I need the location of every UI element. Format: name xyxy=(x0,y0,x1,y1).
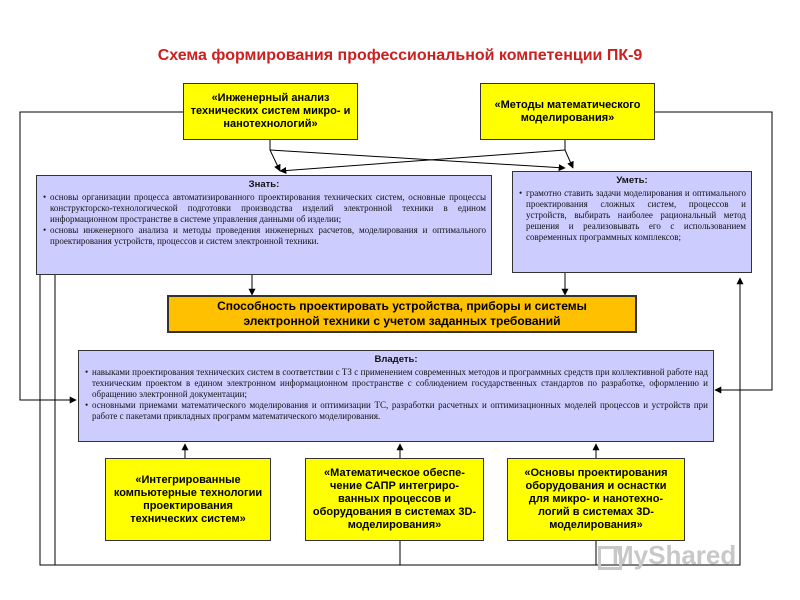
course-box-math-modeling: «Методы математического моделирования» xyxy=(480,83,655,140)
watermark-text: MyShared xyxy=(612,540,737,570)
can-box: Уметь: грамотно ставить задачи моделиров… xyxy=(512,171,752,273)
arrow-right-up-to-can xyxy=(595,277,744,566)
arrow-tl-to-own xyxy=(19,111,183,404)
list-item: грамотно ставить задачи моделирования и … xyxy=(519,188,746,243)
course-label: «Методы математического моделирования» xyxy=(494,98,641,124)
own-heading: Владеть: xyxy=(374,354,418,365)
diagram-title: Схема формирования профессиональной комп… xyxy=(157,47,643,64)
list-item: основными приемами математического модел… xyxy=(85,400,708,422)
course-box-equipment-design: «Основы проектирования оборудования и ос… xyxy=(507,458,685,541)
course-box-integrated-tech: «Интегрированные компьютерные технологии… xyxy=(105,458,271,541)
can-list: грамотно ставить задачи моделирования и … xyxy=(518,188,746,243)
list-item: основы инженерного анализа и методы пров… xyxy=(43,225,486,247)
course-box-engineering-analysis: «Инженерный анализ технических систем ми… xyxy=(183,83,358,140)
know-heading: Знать: xyxy=(248,179,280,190)
list-item: навыками проектирования технических сист… xyxy=(85,367,708,400)
line-left-inner xyxy=(36,224,56,565)
arrow-tl-to-know xyxy=(269,149,281,172)
competence-box: Способность проектировать устройства, пр… xyxy=(167,295,637,333)
course-box-cad-math: «Математическое обеспе-чение САПР интегр… xyxy=(305,458,484,541)
list-item: основы организации процесса автоматизиро… xyxy=(43,192,486,225)
arrow-tl-to-can xyxy=(269,149,566,172)
course-label: «Интегрированные компьютерные технологии… xyxy=(113,473,263,525)
can-heading: Уметь: xyxy=(616,175,648,186)
arrow-tr-to-can xyxy=(564,149,574,169)
know-box: Знать: основы организации процесса автом… xyxy=(36,175,492,275)
watermark-icon xyxy=(598,546,622,570)
course-label: «Математическое обеспе-чение САПР интегр… xyxy=(312,467,477,531)
competence-label: Способность проектировать устройства, пр… xyxy=(217,299,587,328)
own-list: навыками проектирования технических сист… xyxy=(84,367,708,422)
own-box: Владеть: навыками проектирования техниче… xyxy=(78,350,714,442)
arrow-tr-to-know xyxy=(279,149,566,175)
arrow-tr-to-own xyxy=(655,111,773,394)
know-list: основы организации процесса автоматизиро… xyxy=(42,192,486,247)
course-label: «Основы проектирования оборудования и ос… xyxy=(524,467,668,531)
course-label: «Инженерный анализ технических систем ми… xyxy=(190,92,351,130)
